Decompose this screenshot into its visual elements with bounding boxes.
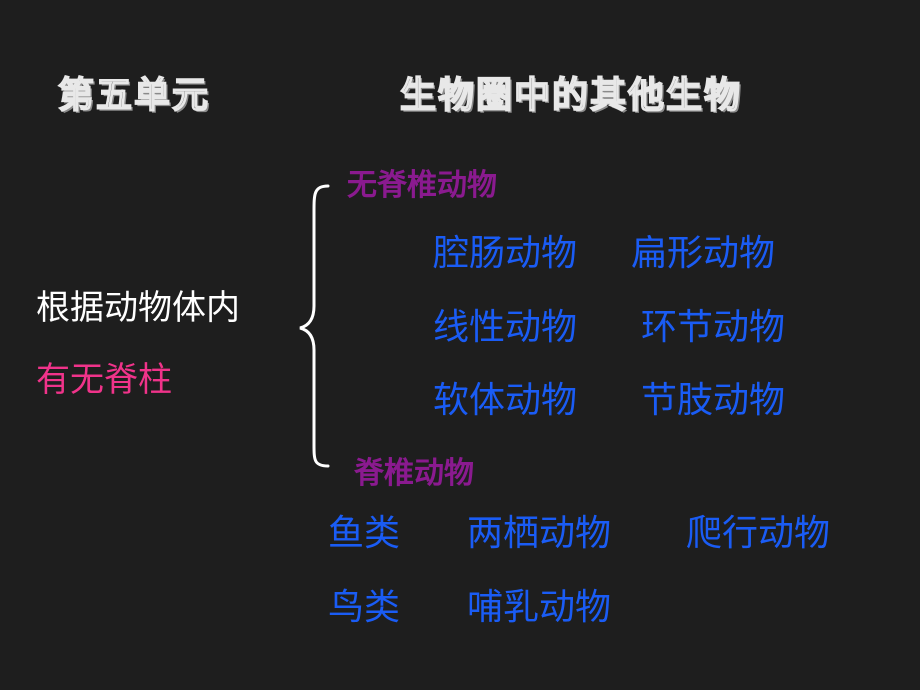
curly-brace-icon: [299, 184, 330, 468]
invertebrates-heading: 无脊椎动物: [347, 168, 497, 203]
criterion-line1: 根据动物体内: [36, 288, 240, 328]
invertebrate-item: 软体动物: [433, 380, 578, 421]
invertebrate-item: 腔肠动物: [433, 233, 578, 274]
vertebrate-item: 鱼类: [328, 513, 401, 554]
vertebrate-item: 哺乳动物: [467, 587, 612, 628]
invertebrate-item: 扁形动物: [631, 233, 776, 274]
invertebrate-item: 环节动物: [641, 307, 786, 348]
vertebrate-item: 爬行动物: [686, 513, 831, 554]
criterion-line2: 有无脊柱: [36, 360, 172, 400]
topic-title: 生物圈中的其他生物: [399, 74, 743, 117]
vertebrates-heading: 脊椎动物: [354, 456, 474, 491]
vertebrate-item: 两栖动物: [467, 513, 612, 554]
unit-title: 第五单元: [57, 74, 211, 117]
vertebrate-item: 鸟类: [328, 587, 401, 628]
invertebrate-item: 节肢动物: [641, 380, 786, 421]
invertebrate-item: 线性动物: [433, 307, 578, 348]
